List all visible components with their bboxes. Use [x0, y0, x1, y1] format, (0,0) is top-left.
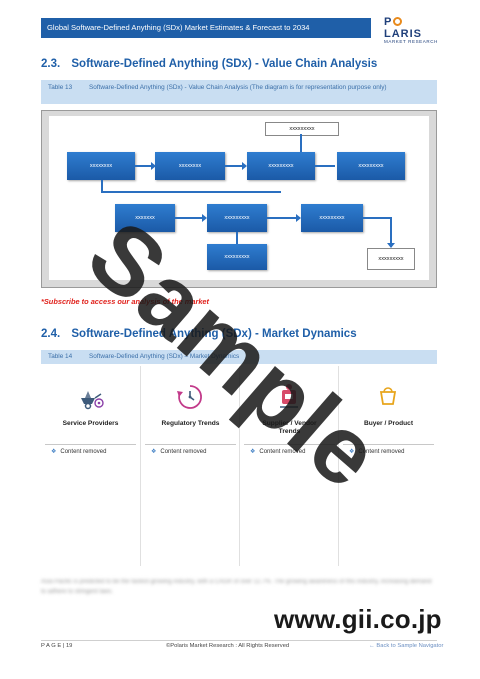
logo-name: PLARIS [384, 16, 422, 40]
column-title: Regulatory Trends [161, 420, 220, 427]
report-title-bar: Global Software-Defined Anything (SDx) M… [41, 18, 371, 38]
page-indicator: P A G E | 19 [41, 643, 72, 649]
diagram-connector [225, 165, 245, 167]
diagram-connector [363, 217, 391, 219]
section-title: Software-Defined Anything (SDx) - Market… [71, 328, 357, 340]
diagram-node: xxxxxxxx [67, 152, 135, 180]
divider [343, 444, 434, 445]
diagram-connector [175, 217, 205, 219]
buyer-product-icon [379, 387, 397, 405]
dynamics-column: Buyer / Product ❖Content removed [338, 366, 438, 566]
divider [45, 444, 136, 445]
arrowhead [387, 243, 395, 248]
value-chain-diagram: xxxxxxxxx xxxxxxxx xxxxxxxx xxxxxxxxx xx… [49, 116, 429, 280]
dynamics-column: Service Providers ❖Content removed [41, 366, 140, 566]
table-caption: Software-Defined Anything (SDx) - Value … [89, 84, 387, 91]
footer-divider [41, 640, 437, 641]
polaris-logo: PLARIS MARKET RESEARCH [384, 16, 440, 44]
diagram-node: xxxxxxxx [155, 152, 225, 180]
list-item: ❖Content removed [51, 449, 107, 455]
copyright: ©Polaris Market Research : All Rights Re… [166, 643, 290, 649]
table-caption-bar: Table 14 Software-Defined Anything (SDx)… [41, 350, 437, 364]
diagram-connector [101, 191, 281, 193]
dynamics-column: Supplier / Vendor Trends ❖Content remove… [239, 366, 339, 566]
table-caption: Software-Defined Anything (SDx) – Market… [89, 353, 240, 360]
list-item: ❖Content removed [250, 449, 306, 455]
diagram-node: xxxxxxxxx [247, 152, 315, 180]
dynamics-column: Regulatory Trends ❖Content removed [140, 366, 240, 566]
column-title: Service Providers [62, 420, 119, 427]
table-label: Table 13 [48, 84, 73, 91]
gii-watermark: www.gii.co.jp [274, 604, 442, 634]
divider [244, 444, 335, 445]
list-item: ❖Content removed [349, 449, 405, 455]
diagram-connector [390, 217, 392, 247]
page-number: 19 [65, 643, 73, 649]
blurred-paragraph: Asia Pacific is predicted to be the fast… [41, 579, 432, 595]
diagram-connector [135, 165, 153, 167]
section-heading-market-dynamics: 2.4. Software-Defined Anything (SDx) - M… [41, 328, 357, 340]
diagram-connector [267, 217, 299, 219]
diagram-node: xxxxxxxxx [265, 122, 339, 136]
table-label: Table 14 [48, 353, 73, 360]
arrowhead [296, 214, 301, 222]
section-title: Software-Defined Anything (SDx) - Value … [71, 58, 378, 70]
column-title: Buyer / Product [363, 420, 414, 427]
diamond-bullet-icon: ❖ [250, 449, 256, 455]
diagram-connector [236, 232, 238, 244]
clock-cycle-icon [177, 385, 202, 409]
diagram-connector [315, 165, 335, 167]
section-number: 2.3. [41, 58, 61, 70]
page-label: P A G E | [41, 643, 65, 649]
section-heading-value-chain: 2.3. Software-Defined Anything (SDx) - V… [41, 58, 377, 70]
back-to-navigator-link[interactable]: ← Back to Sample Navigator [369, 643, 444, 649]
report-title: Global Software-Defined Anything (SDx) M… [47, 23, 310, 32]
subscribe-note[interactable]: *Subscribe to access our analysis of the… [41, 297, 209, 306]
diagram-connector [300, 134, 302, 152]
list-item: ❖Content removed [151, 449, 207, 455]
diagram-connector [101, 180, 103, 192]
diagram-node: xxxxxxxxx [207, 204, 267, 232]
diagram-node: xxxxxxxxx [207, 244, 267, 270]
divider [145, 444, 236, 445]
logo-subtitle: MARKET RESEARCH [384, 39, 438, 44]
market-dynamics-table: Service Providers ❖Content removed Regul… [41, 366, 437, 566]
diamond-bullet-icon: ❖ [51, 449, 57, 455]
diagram-node: xxxxxxxxx [367, 248, 415, 270]
supplier-vendor-icon [280, 384, 298, 408]
arrowhead [202, 214, 207, 222]
column-title: Supplier / Vendor Trends [262, 420, 317, 435]
diamond-bullet-icon: ❖ [349, 449, 355, 455]
diamond-bullet-icon: ❖ [151, 449, 157, 455]
diagram-node: xxxxxxxxx [337, 152, 405, 180]
diagram-node: xxxxxxxxx [301, 204, 363, 232]
arrowhead [151, 162, 156, 170]
diagram-node: xxxxxxx [115, 204, 175, 232]
section-number: 2.4. [41, 328, 61, 340]
arrowhead [242, 162, 247, 170]
table-caption-bar: Table 13 Software-Defined Anything (SDx)… [41, 80, 437, 104]
wheelbarrow-icon [81, 391, 104, 410]
